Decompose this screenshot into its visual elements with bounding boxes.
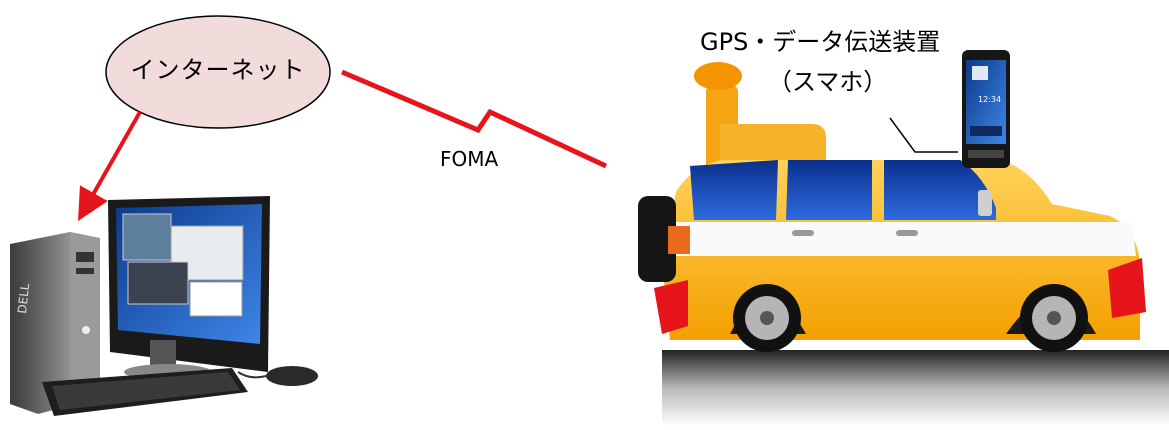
internet-cloud: [105, 15, 331, 129]
phone-clock-text: 12:34: [978, 95, 1001, 104]
internet-label: インターネット: [130, 56, 306, 84]
smartphone-icon: [962, 50, 1010, 168]
gps-device-title: GPS・データ伝送装置: [700, 28, 941, 56]
foma-label: FOMA: [440, 147, 499, 171]
phone-pointer-line: [889, 117, 958, 153]
gps-device-subtitle: （スマホ）: [768, 68, 888, 96]
pc-brand-text: DELL: [15, 283, 32, 315]
arrow-to-pc: [78, 111, 142, 221]
foma-link: [341, 69, 608, 169]
patrol-car-icon: [638, 62, 1146, 352]
road-surface: [662, 350, 1169, 426]
desktop-pc-icon: [10, 196, 318, 416]
